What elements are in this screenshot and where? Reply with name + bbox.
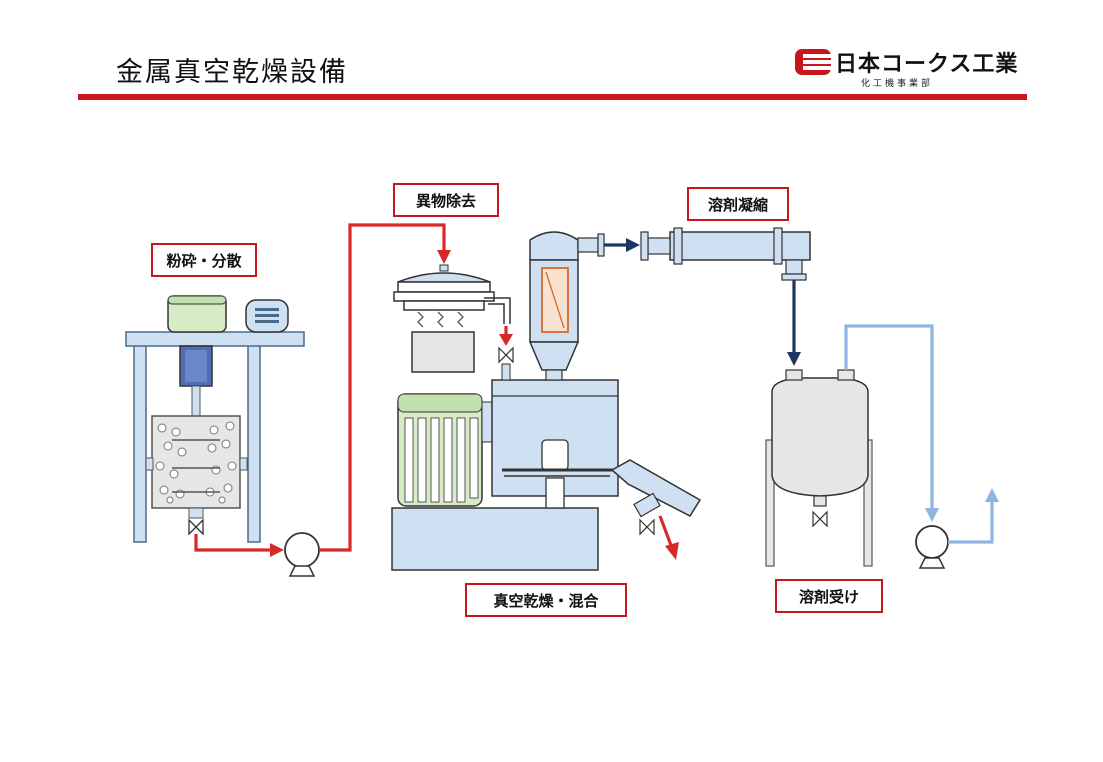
label-solvent-receive: 溶剤受け: [775, 579, 883, 613]
sieve-deck-bottom: [403, 300, 485, 311]
page-title: 金属真空乾燥設備: [116, 57, 348, 88]
label-vacuum-dry-mix: 真空乾燥・混合: [465, 583, 627, 617]
sieve-outlet-valve: [498, 346, 514, 381]
transfer-pump: [284, 532, 320, 577]
svg-text:粉砕・分散: 粉砕・分散: [166, 252, 242, 270]
sieve-deck-middle: [393, 291, 495, 302]
control-box: [245, 299, 289, 333]
logo-division-name: 化工機事業部: [861, 79, 934, 89]
sieve-deck-top: [397, 281, 491, 293]
condenser: [640, 227, 811, 281]
mixer-base: [391, 507, 599, 571]
logo-company-name: 日本コークス工業: [835, 52, 1019, 77]
mixer-vessel: [491, 379, 619, 497]
svg-text:溶剤凝縮: 溶剤凝縮: [708, 196, 768, 214]
product-flow-line: [194, 223, 674, 552]
frame-leg: [247, 344, 261, 543]
mixer-motor: [397, 393, 493, 507]
label-foreign-removal: 異物除去: [393, 183, 499, 217]
label-grinding: 粉砕・分散: [151, 243, 257, 277]
frame-leg: [133, 344, 147, 543]
title-divider: [78, 94, 1027, 100]
cyclone-filter: [528, 231, 605, 381]
vessel-bottom-valve: [188, 507, 204, 536]
grinding-media: [155, 421, 237, 504]
discharge-chute: [610, 459, 702, 517]
frame-top-plate: [125, 331, 305, 347]
discharge-valve: [633, 492, 661, 536]
solvent-receiver-tank: [765, 369, 873, 567]
sieve-unit: [393, 264, 511, 373]
grinder-motor: [167, 295, 227, 333]
vacuum-dryer-mixer: [391, 379, 702, 571]
sieve-base: [411, 331, 475, 373]
solvent-pump: [915, 525, 949, 569]
svg-text:溶剤受け: 溶剤受け: [799, 588, 859, 606]
solvent-flow-line: [844, 324, 994, 544]
label-solvent-condense: 溶剤凝縮: [687, 187, 789, 221]
company-logo: 日本コークス工業 化工機事業部: [795, 46, 1025, 94]
svg-text:真空乾燥・混合: 真空乾燥・混合: [493, 592, 599, 610]
logo-mark-icon: [795, 49, 831, 75]
vapor-flow-line: [604, 243, 796, 356]
flow-arrowheads-red: [270, 250, 679, 560]
svg-text:異物除去: 異物除去: [416, 192, 476, 210]
grinding-unit: [125, 295, 305, 543]
mixer-impeller: [502, 439, 612, 509]
